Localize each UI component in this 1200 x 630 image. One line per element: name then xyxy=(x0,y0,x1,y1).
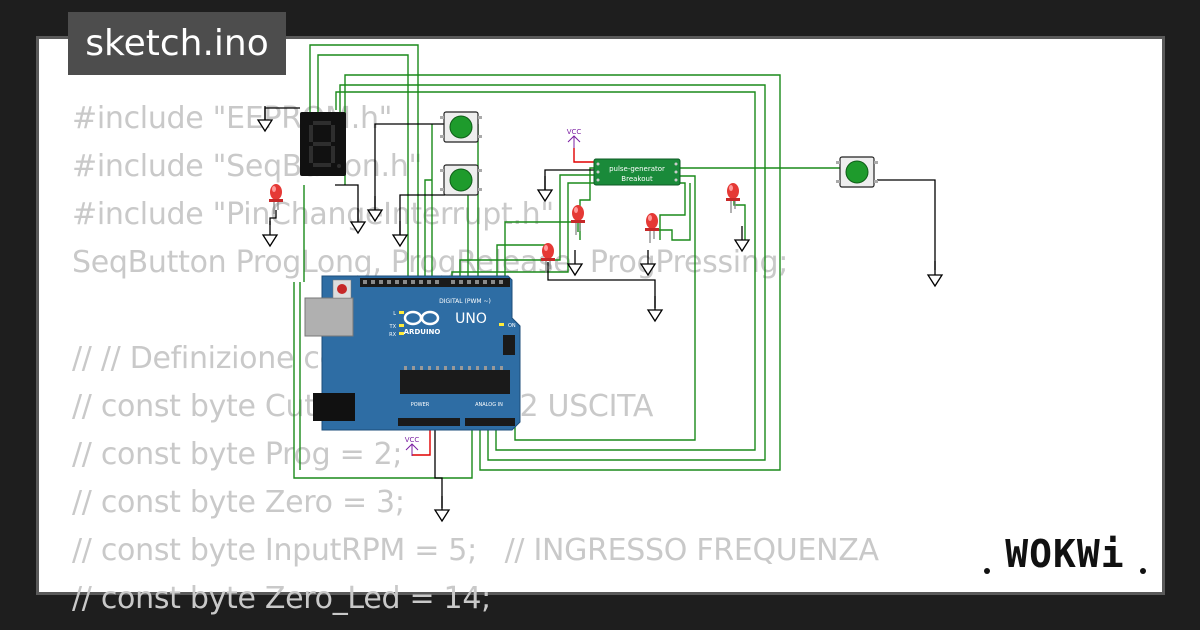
vcc-symbol-bottom: VCC xyxy=(405,436,420,456)
led-label: RX xyxy=(389,332,396,338)
led-red[interactable] xyxy=(644,212,660,244)
pushbutton-green[interactable] xyxy=(835,156,879,188)
code-line: // const byte Prog = 2; xyxy=(72,437,403,472)
pushbutton-green[interactable] xyxy=(439,164,483,196)
ground-icon xyxy=(647,295,663,322)
ground-icon xyxy=(640,249,656,276)
microcontroller-chip xyxy=(400,370,510,394)
pulse-generator-sublabel: Breakout xyxy=(621,175,653,183)
svg-text:WOKWi: WOKWi xyxy=(1005,532,1124,576)
wokwi-logo: WOKWi xyxy=(984,532,1146,576)
pushbutton-green[interactable] xyxy=(439,111,483,143)
seven-segment-display[interactable] xyxy=(300,112,346,176)
analog-header xyxy=(465,418,515,426)
vcc-symbol-top: VCC xyxy=(567,128,582,148)
reset-button[interactable] xyxy=(337,284,347,294)
ground-icon xyxy=(367,195,383,222)
ground-icon xyxy=(434,495,450,522)
analog-label: ANALOG IN xyxy=(475,402,503,408)
power-label: POWER xyxy=(411,402,430,408)
code-line: // const byte Zero = 3; xyxy=(72,485,405,520)
digital-pins-label: DIGITAL (PWM ~) xyxy=(439,298,491,305)
svg-text:ARDUINO: ARDUINO xyxy=(404,328,441,336)
led-label: TX xyxy=(389,324,397,330)
pulse-generator-breakout[interactable]: pulse-generator Breakout xyxy=(593,158,681,186)
ground-icon xyxy=(537,175,553,202)
wires xyxy=(293,44,840,479)
usb-port xyxy=(304,297,354,337)
ground-icon xyxy=(350,207,366,234)
board-model: UNO xyxy=(455,311,487,327)
led-red[interactable] xyxy=(268,183,284,215)
power-jack xyxy=(313,393,355,421)
code-background: #include "EEPROM.h"#include "SeqButton.h… xyxy=(72,95,879,623)
preview-card: #include "EEPROM.h"#include "SeqButton.h… xyxy=(36,36,1165,616)
led-red[interactable] xyxy=(725,182,741,214)
arduino-uno-board[interactable]: DIGITAL (PWM ~) L TX RX ARDUINO UNO ON P… xyxy=(304,275,521,431)
ground-icon xyxy=(734,225,750,252)
project-title: sketch.ino xyxy=(68,12,286,75)
pulse-generator-label: pulse-generator xyxy=(609,165,665,173)
svg-text:VCC: VCC xyxy=(567,128,582,136)
code-line: // const byte InputRPM = 5; // INGRESSO … xyxy=(72,533,879,568)
on-label: ON xyxy=(508,323,516,329)
ground-icon xyxy=(567,249,583,276)
ground-icon xyxy=(927,260,943,287)
led-label: L xyxy=(393,311,396,317)
svg-text:VCC: VCC xyxy=(405,436,420,444)
ground-icon xyxy=(392,220,408,247)
code-line: // const byte Zero_Led = 14; xyxy=(72,581,491,616)
power-header xyxy=(398,418,460,426)
vcc-wires xyxy=(412,148,595,456)
ground-icon xyxy=(257,105,273,132)
arduino-logo: ARDUINO xyxy=(404,310,441,336)
ground-icon xyxy=(262,220,278,247)
